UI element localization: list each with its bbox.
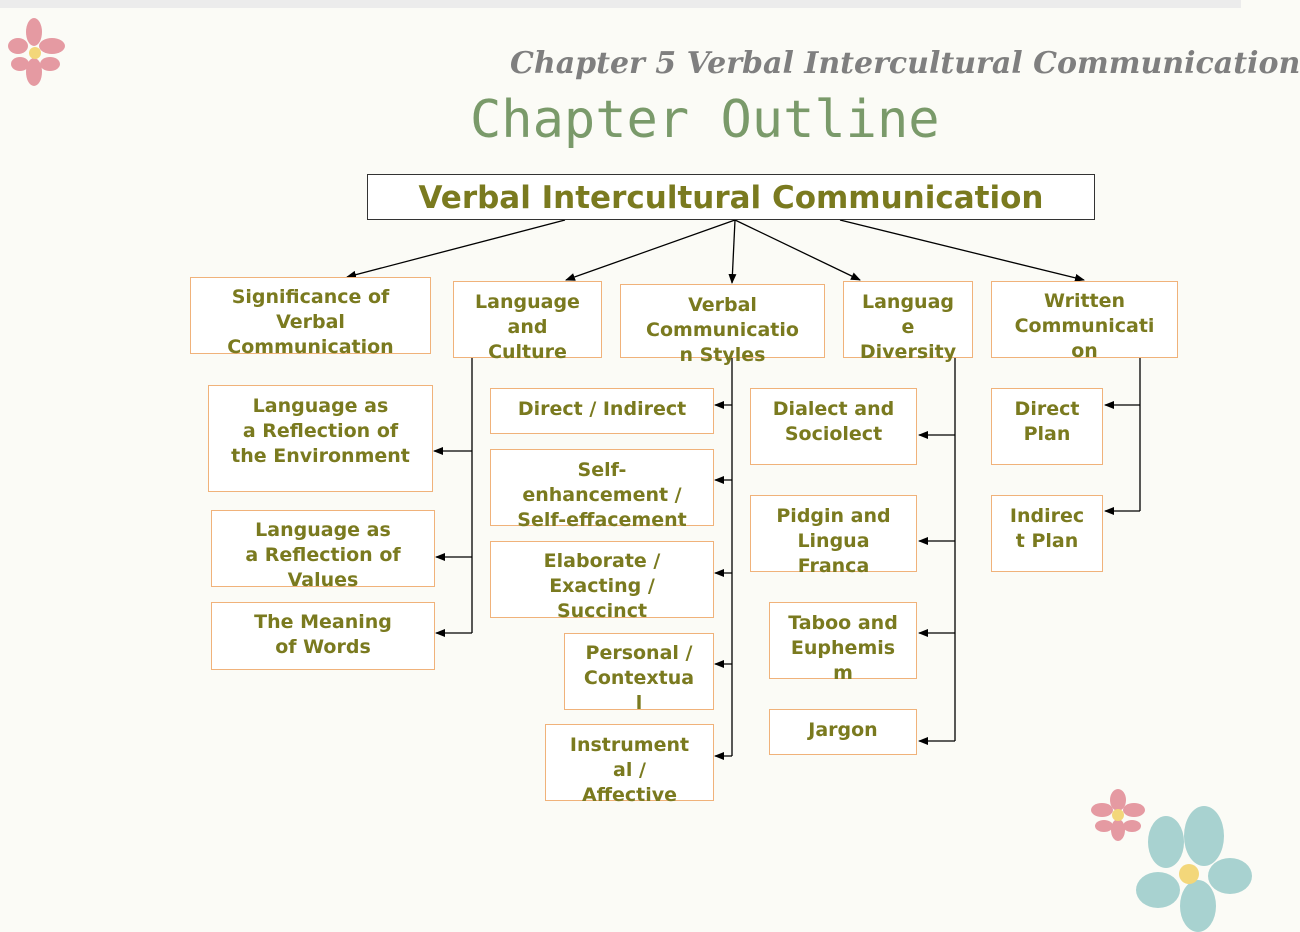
list-item: Jargon <box>769 709 917 755</box>
category-language-culture: Language and Culture <box>453 281 602 363</box>
list-item: Indirec t Plan <box>991 495 1103 572</box>
list-item: Self- enhancement / Self-effacement <box>490 449 714 531</box>
item-label: Elaborate / Exacting / Succinct <box>543 550 661 622</box>
item-label: Self- enhancement / Self-effacement <box>517 459 687 531</box>
category-significance: Significance of Verbal Communication <box>190 277 431 358</box>
category-label: Languag e Diversity <box>859 291 957 363</box>
category-label: Verbal Communicatio n Styles <box>646 294 799 366</box>
list-item: Taboo and Euphemis m <box>769 602 917 684</box>
connector-lines <box>346 219 1141 760</box>
category-language-diversity: Languag e Diversity <box>843 281 973 363</box>
list-item: Language as a Reflection of the Environm… <box>208 385 433 492</box>
page-title: Chapter Outline <box>470 90 940 150</box>
list-item: Language as a Reflection of Values <box>211 510 435 591</box>
list-item: Personal / Contextua l <box>564 633 714 714</box>
list-item: Dialect and Sociolect <box>750 388 917 465</box>
item-label: Indirec t Plan <box>1009 505 1085 552</box>
item-label: Language as a Reflection of Values <box>245 519 401 591</box>
flower-icon <box>1136 806 1252 932</box>
item-label: Language as a Reflection of the Environm… <box>231 395 410 467</box>
flower-icon <box>1091 789 1145 841</box>
item-label: Direct / Indirect <box>517 398 687 420</box>
flower-icon <box>8 18 65 86</box>
item-label: Dialect and Sociolect <box>772 398 895 445</box>
item-label: Direct Plan <box>1014 398 1080 445</box>
list-item: Direct / Indirect <box>490 388 714 434</box>
category-verbal-styles: Verbal Communicatio n Styles <box>620 284 825 366</box>
list-item: Instrument al / Affective <box>545 724 714 806</box>
item-label: Instrument al / Affective <box>569 734 690 806</box>
item-label: The Meaning of Words <box>254 611 392 658</box>
list-item: Direct Plan <box>991 388 1103 465</box>
chapter-subtitle: Chapter 5 Verbal Intercultural Communica… <box>510 46 1300 81</box>
category-written-communication: Written Communicati on <box>991 281 1178 362</box>
item-label: Taboo and Euphemis m <box>788 612 898 684</box>
item-label: Jargon <box>808 719 878 741</box>
category-label: Language and Culture <box>475 291 580 363</box>
root-node: Verbal Intercultural Communication <box>367 174 1095 220</box>
category-label: Significance of Verbal Communication <box>227 286 394 358</box>
item-label: Pidgin and Lingua Franca <box>776 505 891 577</box>
top-bar <box>0 0 1241 8</box>
list-item: Elaborate / Exacting / Succinct <box>490 541 714 622</box>
category-label: Written Communicati on <box>1014 290 1155 362</box>
item-label: Personal / Contextua l <box>583 642 695 714</box>
list-item: The Meaning of Words <box>211 602 435 670</box>
list-item: Pidgin and Lingua Franca <box>750 495 917 577</box>
